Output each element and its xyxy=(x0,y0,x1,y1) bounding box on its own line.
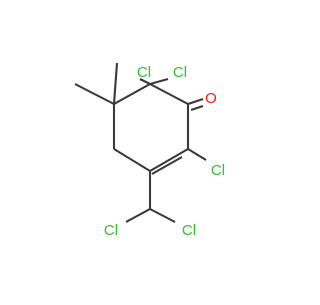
bond-c3-cl-c xyxy=(187,148,207,161)
bond-c3-c4-double xyxy=(151,156,183,175)
atom-cl-b: Cl xyxy=(173,64,187,81)
bond-c1-cl-b xyxy=(149,77,169,86)
bond-c2-o-double xyxy=(190,105,204,111)
atom-cl-e: Cl xyxy=(182,222,196,239)
bond-c1-cl-a xyxy=(139,78,151,85)
bond-c6-methyl-b xyxy=(74,83,115,105)
atom-cl-c: Cl xyxy=(211,162,225,179)
atom-cl-d: Cl xyxy=(104,222,118,239)
molecule-drawing: Cl Cl O Cl Cl Cl xyxy=(74,62,225,239)
bond-c2-o xyxy=(187,98,204,105)
bond-ch-cl-e xyxy=(149,208,176,223)
atom-cl-a: Cl xyxy=(137,64,151,81)
bond-c1-c6 xyxy=(113,83,151,105)
bond-ch-cl-d xyxy=(125,208,151,223)
bond-c1-c2 xyxy=(149,83,189,105)
atom-o: O xyxy=(205,90,217,107)
bond-c6-methyl-a xyxy=(112,62,119,105)
bond-c4-c5 xyxy=(113,148,151,172)
structure-canvas: Cl Cl O Cl Cl Cl xyxy=(74,62,226,239)
bond-c3-c4 xyxy=(149,148,189,172)
